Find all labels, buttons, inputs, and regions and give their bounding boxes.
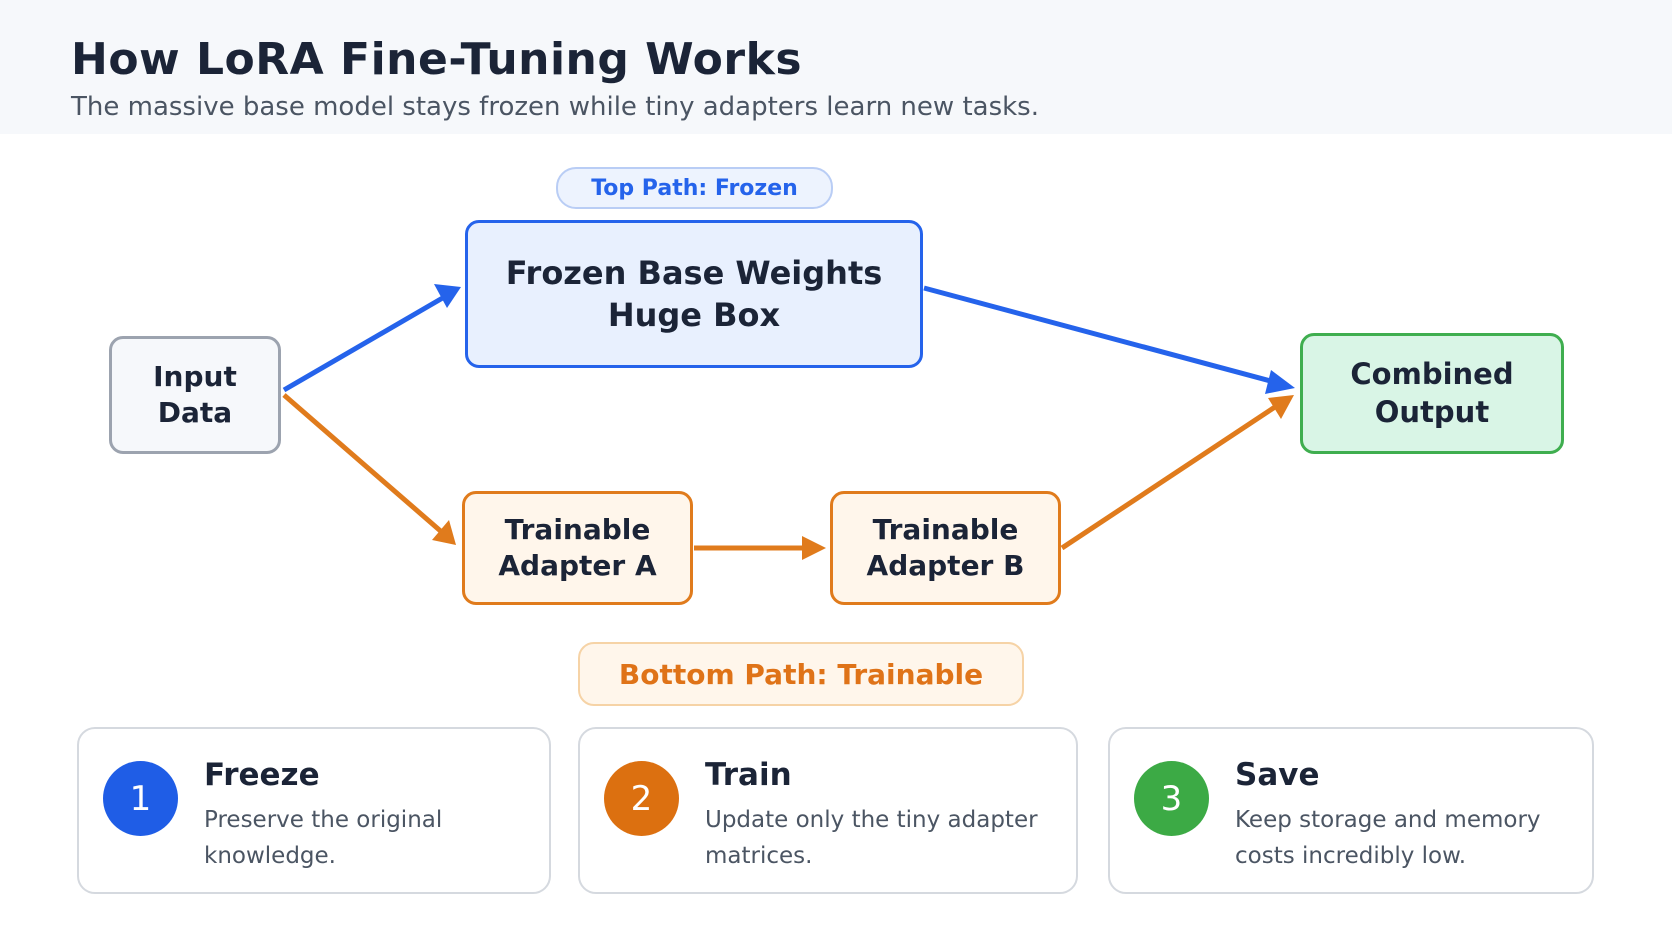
arrow-adapter-a-to-b <box>694 536 826 560</box>
step-title: Freeze <box>204 757 320 793</box>
bottom-path-label: Bottom Path: Trainable <box>578 642 1024 706</box>
top-path-label: Top Path: Frozen <box>556 167 833 209</box>
page-subtitle: The massive base model stays frozen whil… <box>71 92 1039 122</box>
step-description: Update only the tiny adapter matrices. <box>705 807 1038 869</box>
step-card-train: 2 Train Update only the tiny adapter mat… <box>578 727 1078 894</box>
output-node-line-2: Output <box>1374 394 1490 429</box>
adapter-b-line-1: Trainable <box>872 512 1019 546</box>
page-title: How LoRA Fine-Tuning Works <box>71 34 803 85</box>
step-number-badge: 3 <box>1134 761 1209 836</box>
step-description: Preserve the original knowledge. <box>204 807 443 869</box>
adapter-a-node: Trainable Adapter A <box>462 491 693 605</box>
frozen-node-line-1: Frozen Base Weights <box>505 253 883 292</box>
adapter-b-node: Trainable Adapter B <box>830 491 1061 605</box>
step-title: Save <box>1235 757 1320 793</box>
adapter-a-line-1: Trainable <box>504 512 651 546</box>
step-card-save: 3 Save Keep storage and memory costs inc… <box>1108 727 1594 894</box>
arrow-adapter-b-to-output <box>1060 395 1294 551</box>
arrow-frozen-to-output <box>923 285 1295 394</box>
step-number-badge: 1 <box>103 761 178 836</box>
step-title: Train <box>705 757 792 793</box>
step-card-freeze: 1 Freeze Preserve the original knowledge… <box>77 727 551 894</box>
arrow-input-to-frozen <box>282 284 461 393</box>
adapter-b-line-2: Adapter B <box>866 549 1025 582</box>
header-band <box>0 0 1672 134</box>
output-node-line-1: Combined <box>1350 356 1514 391</box>
input-node-line-1: Input <box>153 359 237 393</box>
arrow-input-to-adapter-a <box>282 393 456 545</box>
input-data-node: Input Data <box>109 336 281 454</box>
step-number-badge: 2 <box>604 761 679 836</box>
input-node-line-2: Data <box>157 396 233 429</box>
step-description: Keep storage and memory costs incredibly… <box>1235 807 1541 869</box>
frozen-base-weights-node: Frozen Base Weights Huge Box <box>465 220 923 368</box>
adapter-a-line-2: Adapter A <box>498 549 657 582</box>
combined-output-node: Combined Output <box>1300 333 1564 454</box>
frozen-node-line-2: Huge Box <box>607 296 781 334</box>
